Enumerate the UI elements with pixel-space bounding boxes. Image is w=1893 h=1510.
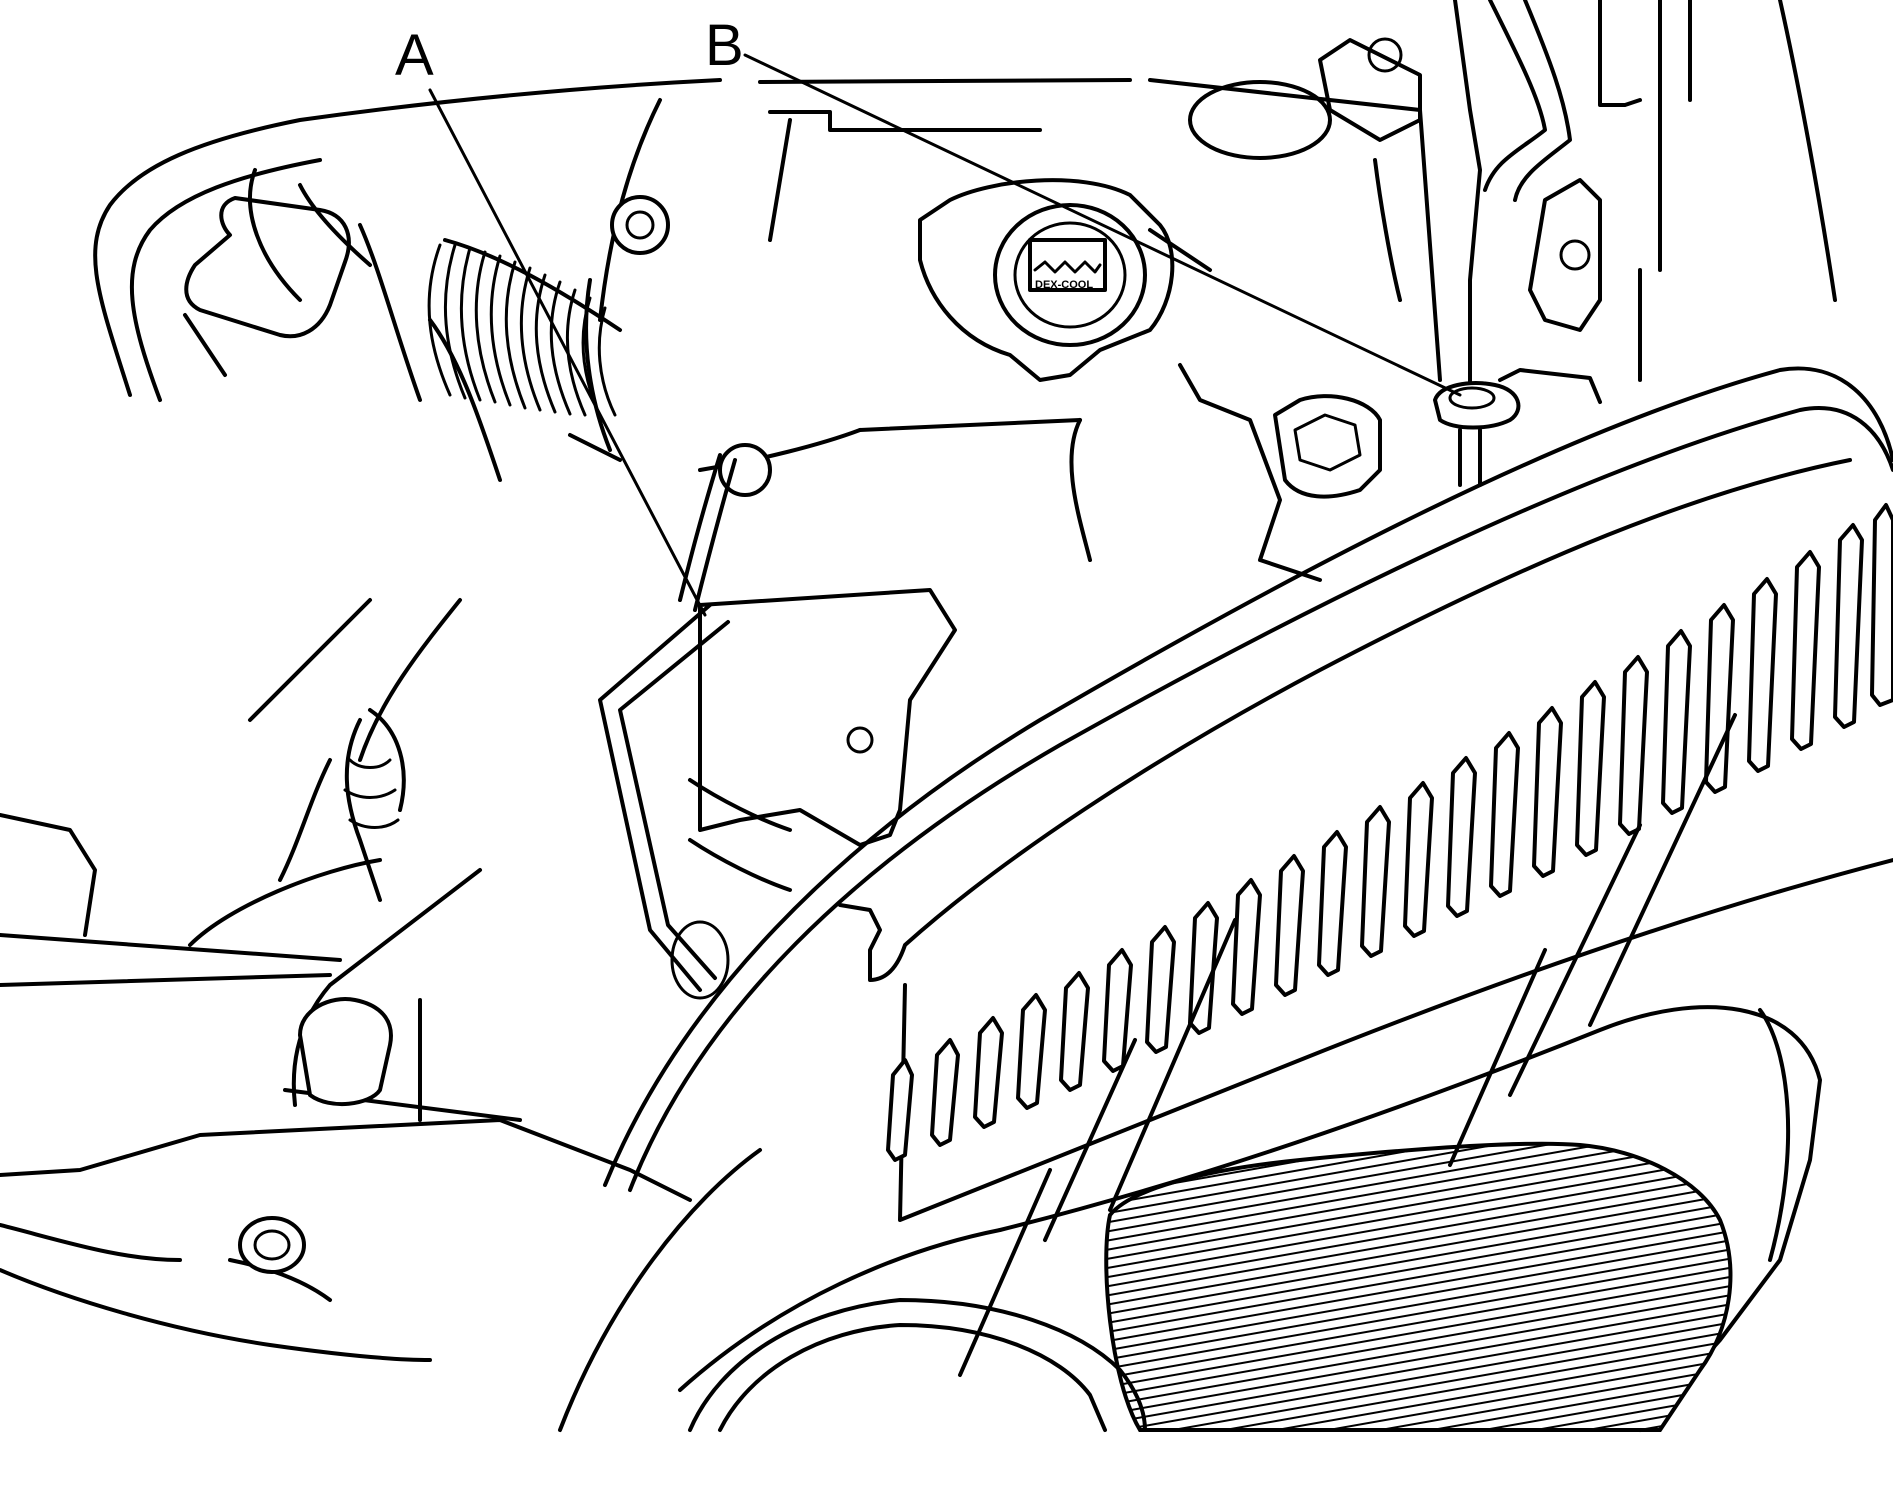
post-cap <box>298 997 393 1107</box>
callout-a-label: A <box>395 23 434 88</box>
coolant-cap: DEX-COOL <box>918 178 1212 382</box>
latch-area <box>248 278 1521 762</box>
callout-a: A <box>395 23 707 617</box>
lower-reservoir <box>688 1298 1147 1432</box>
prop-rod <box>598 603 712 992</box>
hex-bolt <box>1273 394 1382 499</box>
callout-b: B <box>705 13 1462 397</box>
callout-b-leader <box>743 53 1462 397</box>
air-filter-element <box>1104 1141 1733 1432</box>
rod-anchor <box>718 443 772 497</box>
callout-b-label: B <box>705 13 744 78</box>
upper-right-components <box>1148 0 1837 404</box>
bolt-boss <box>610 195 670 255</box>
intake-hose <box>183 98 792 482</box>
coolant-cap-text: DEX-COOL <box>1035 279 1093 291</box>
callout-a-leader <box>428 88 707 617</box>
line-clip <box>1528 178 1602 332</box>
lower-left-structure <box>0 708 692 1362</box>
grommet <box>238 1216 306 1274</box>
hood-latch-bracket <box>598 588 957 1000</box>
cowl-leader-lines <box>958 713 1737 1377</box>
cowl-slots <box>886 503 1893 1162</box>
oval-port <box>1188 80 1332 160</box>
